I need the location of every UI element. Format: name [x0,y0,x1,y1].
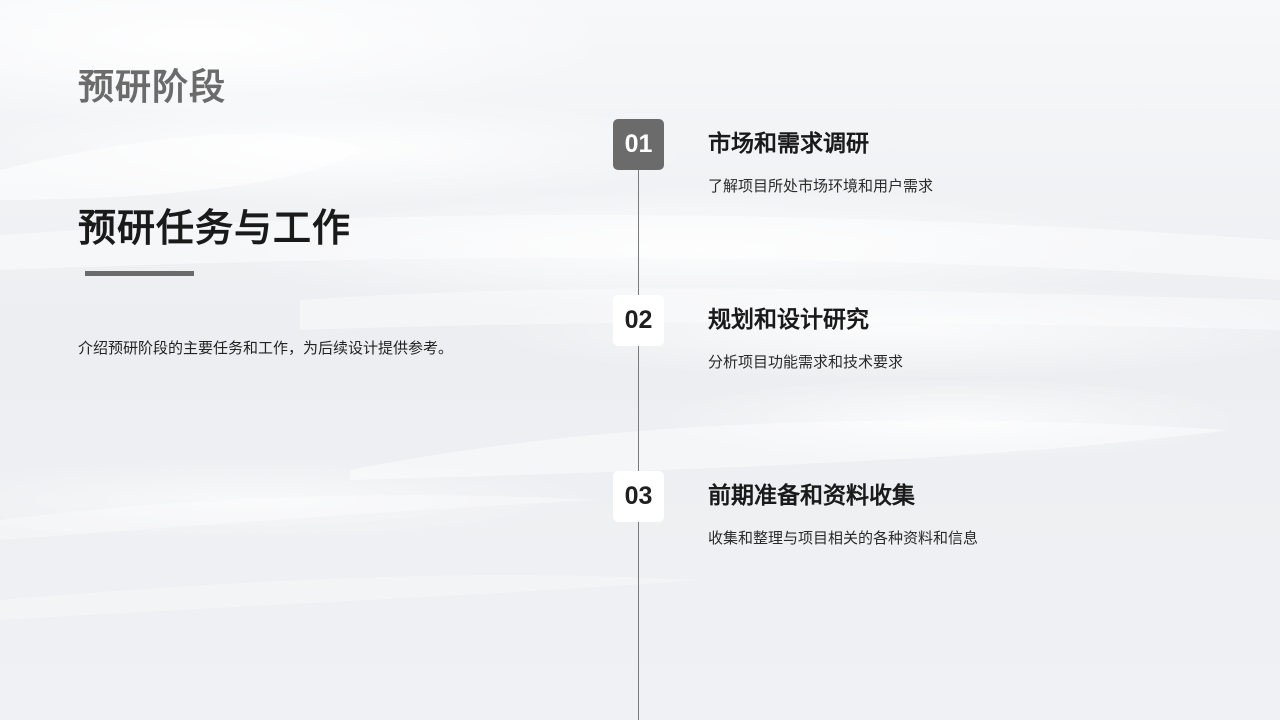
timeline-line [638,168,639,720]
step-description: 了解项目所处市场环境和用户需求 [708,177,934,195]
step-number-badge: 03 [613,471,664,522]
step-description: 收集和整理与项目相关的各种资料和信息 [708,529,979,547]
step-number-badge: 01 [613,119,664,170]
step-title: 规划和设计研究 [708,307,869,333]
step-title: 前期准备和资料收集 [708,483,915,509]
step-description: 分析项目功能需求和技术要求 [708,353,904,371]
step-title: 市场和需求调研 [708,131,869,157]
title-underline [85,271,194,276]
page-title: 预研阶段 [78,67,227,108]
intro-text: 介绍预研阶段的主要任务和工作，为后续设计提供参考。 [78,339,454,357]
step-number-badge: 02 [613,295,664,346]
section-title: 预研任务与工作 [78,206,352,250]
